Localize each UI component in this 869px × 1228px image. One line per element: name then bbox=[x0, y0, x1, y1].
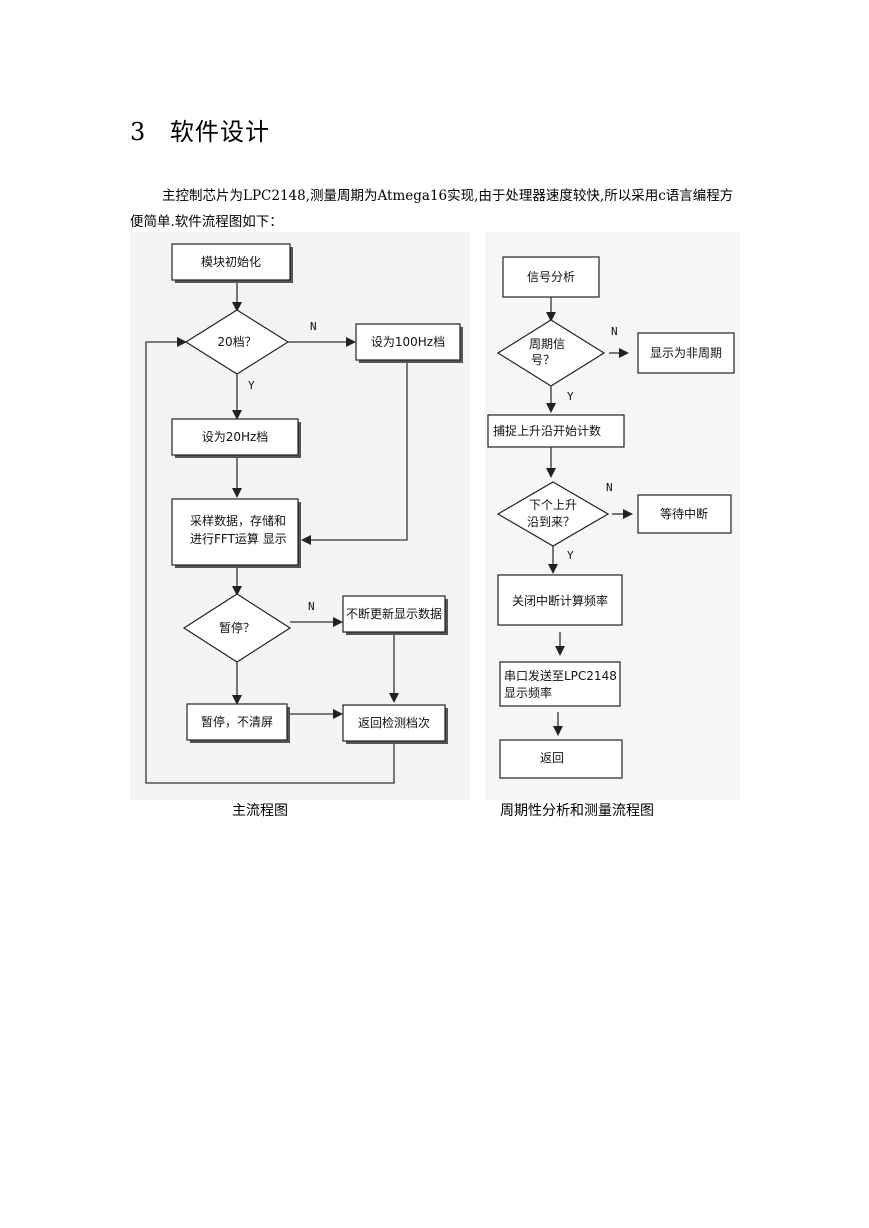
signal-label: 信号分析 bbox=[527, 270, 575, 284]
send-line1: 串口发送至LPC2148 bbox=[504, 668, 617, 683]
arrowhead bbox=[619, 348, 629, 358]
decision-periodic-line1: 周期信 bbox=[529, 337, 565, 351]
arrowhead bbox=[232, 695, 242, 705]
set-100hz-label: 设为100Hz档 bbox=[371, 335, 445, 349]
arrowhead bbox=[177, 337, 187, 347]
return-detect-box: 返回检测档次 bbox=[342, 704, 448, 744]
sample-fft-box: 采样数据，存储和 进行FFT运算 显示 bbox=[171, 498, 301, 568]
arrowhead bbox=[623, 509, 633, 519]
close-interrupt-label: 关闭中断计算频率 bbox=[512, 593, 608, 608]
arrowhead bbox=[301, 535, 311, 545]
arrowhead bbox=[546, 403, 556, 413]
set-20hz-box: 设为20Hz档 bbox=[171, 418, 301, 458]
arrowhead bbox=[232, 410, 242, 420]
arrow-100hz-to-sample bbox=[310, 363, 408, 541]
init-box: 模块初始化 bbox=[171, 243, 293, 283]
decision-next-no: N bbox=[606, 481, 613, 494]
sample-label-line2: 进行FFT运算 显示 bbox=[190, 531, 287, 546]
refresh-display-box: 不断更新显示数据 bbox=[342, 595, 448, 635]
wait-interrupt-box: 等待中断 bbox=[637, 494, 732, 534]
capture-rising-box: 捕捉上升沿开始计数 bbox=[487, 414, 625, 448]
decision-20-diamond: 20档？ bbox=[184, 309, 290, 375]
decision-periodic-no: N bbox=[611, 325, 618, 338]
serial-send-box: 串口发送至LPC2148 显示频率 bbox=[499, 661, 621, 707]
decision-20-label: 20档？ bbox=[217, 335, 256, 349]
wait-label: 等待中断 bbox=[660, 506, 708, 521]
period-flow-caption: 周期性分析和测量流程图 bbox=[500, 803, 654, 819]
section-number: 3 bbox=[130, 118, 147, 146]
set-20hz-label: 设为20Hz档 bbox=[202, 430, 269, 444]
decision-pause-no: N bbox=[308, 600, 315, 613]
arrowhead bbox=[548, 564, 558, 574]
capture-label: 捕捉上升沿开始计数 bbox=[493, 423, 601, 438]
pause-keep-label: 暂停，不清屏 bbox=[201, 714, 273, 729]
period-flowchart-svg: 信号分析 周期信 号？ N 显示为非周期 Y bbox=[485, 232, 740, 800]
decision-pause-label: 暂停？ bbox=[219, 620, 255, 635]
arrowhead bbox=[333, 617, 343, 627]
init-label: 模块初始化 bbox=[201, 255, 261, 269]
arrowhead bbox=[232, 488, 242, 498]
send-line2: 显示频率 bbox=[504, 685, 552, 700]
decision-20-no: N bbox=[310, 320, 317, 333]
intro-paragraph: 主控制芯片为LPC2148,测量周期为Atmega16实现,由于处理器速度较快,… bbox=[130, 188, 734, 230]
period-flowchart: 信号分析 周期信 号？ N 显示为非周期 Y bbox=[485, 232, 740, 800]
arrowhead bbox=[333, 709, 343, 719]
close-interrupt-box: 关闭中断计算频率 bbox=[497, 574, 623, 626]
decision-periodic-diamond: 周期信 号？ bbox=[496, 319, 606, 387]
flowchart-figure: 模块初始化 20档？ N 设为100Hz档 Y bbox=[130, 232, 742, 800]
decision-20-yes: Y bbox=[248, 379, 255, 392]
arrowhead bbox=[553, 726, 563, 736]
arrowhead bbox=[232, 586, 242, 596]
section-title: 软件设计 bbox=[170, 118, 270, 146]
non-periodic-label: 显示为非周期 bbox=[650, 346, 722, 360]
decision-next-yes: Y bbox=[567, 549, 574, 562]
main-flow-caption: 主流程图 bbox=[232, 803, 288, 819]
arrowhead bbox=[389, 693, 399, 703]
refresh-label: 不断更新显示数据 bbox=[346, 606, 442, 621]
main-flowchart-svg: 模块初始化 20档？ N 设为100Hz档 Y bbox=[130, 232, 470, 800]
arrowhead bbox=[546, 468, 556, 478]
section-heading: 3 软件设计 bbox=[130, 112, 270, 147]
decision-pause-diamond: 暂停？ bbox=[182, 593, 292, 663]
loop-back-line bbox=[145, 341, 395, 784]
return-detect-label: 返回检测档次 bbox=[358, 715, 430, 730]
return-box: 返回 bbox=[499, 739, 623, 779]
signal-analysis-box: 信号分析 bbox=[502, 256, 600, 298]
set-100hz-box: 设为100Hz档 bbox=[355, 323, 463, 363]
sample-label-line1: 采样数据，存储和 bbox=[190, 513, 286, 528]
return-label: 返回 bbox=[540, 751, 564, 765]
decision-periodic-yes: Y bbox=[567, 390, 574, 403]
decision-next-rising-diamond: 下个上升 沿到来？ bbox=[496, 481, 610, 547]
arrowhead bbox=[555, 646, 565, 656]
arrowhead bbox=[232, 302, 242, 312]
non-periodic-box: 显示为非周期 bbox=[637, 332, 735, 374]
decision-next-line1: 下个上升 bbox=[529, 498, 577, 512]
arrowhead bbox=[346, 337, 356, 347]
arrowhead bbox=[546, 312, 556, 322]
decision-next-line2: 沿到来？ bbox=[527, 515, 575, 529]
pause-keep-box: 暂停，不清屏 bbox=[186, 703, 290, 743]
decision-periodic-line2: 号？ bbox=[531, 353, 555, 367]
main-flowchart: 模块初始化 20档？ N 设为100Hz档 Y bbox=[130, 232, 470, 800]
